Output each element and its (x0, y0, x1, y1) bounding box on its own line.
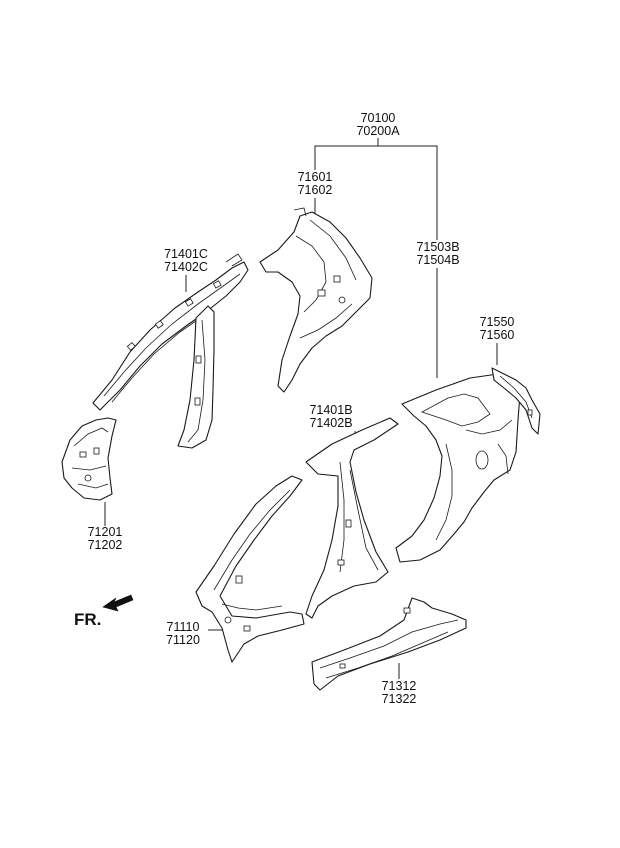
label-roof-rail-line1: 71401C (164, 247, 208, 261)
leader-lines (104, 138, 498, 679)
label-side-sill-line2: 71322 (382, 692, 417, 706)
label-front-pillar-outer-line2: 71120 (166, 633, 200, 647)
label-qtr-inner-upper-line1: 71601 (298, 170, 333, 184)
front-direction-label: FR. (74, 610, 101, 629)
quarter-inner-upper-part (259, 207, 373, 393)
quarter-bracket-part (491, 367, 541, 435)
label-qtr-bracket: 71550 71560 (480, 315, 515, 342)
label-center-pillar: 71401B 71402B (309, 403, 352, 430)
label-front-pillar-inner: 71201 71202 (88, 525, 123, 552)
front-pillar-outer-part (195, 475, 305, 663)
label-qtr-outer-line1: 71503B (416, 240, 459, 254)
front-direction-arrow-icon (102, 594, 134, 612)
label-qtr-outer-line2: 71504B (416, 253, 459, 267)
front-pillar-inner-part (61, 417, 117, 501)
label-qtr-inner-upper-line2: 71602 (298, 183, 333, 197)
label-roof-rail-line2: 71402C (164, 260, 208, 274)
label-front-pillar-inner-line1: 71201 (88, 525, 123, 539)
side-sill-part (311, 597, 467, 691)
label-assembly-line2: 70200A (356, 124, 400, 138)
label-qtr-outer: 71503B 71504B (416, 240, 459, 267)
roof-rail-part (92, 253, 249, 411)
label-roof-rail: 71401C 71402C (164, 247, 208, 274)
label-front-pillar-outer: 71110 71120 (166, 620, 200, 647)
label-qtr-inner-upper: 71601 71602 (298, 170, 333, 197)
label-front-pillar-outer-line1: 71110 (167, 620, 200, 634)
label-center-pillar-line1: 71401B (309, 403, 352, 417)
label-qtr-bracket-line1: 71550 (480, 315, 515, 329)
label-side-sill: 71312 71322 (382, 679, 417, 706)
label-side-sill-line1: 71312 (382, 679, 417, 693)
label-assembly-line1: 70100 (361, 111, 396, 125)
label-qtr-bracket-line2: 71560 (480, 328, 515, 342)
center-pillar-inner-part (177, 305, 215, 449)
label-center-pillar-line2: 71402B (309, 416, 352, 430)
label-front-pillar-inner-line2: 71202 (88, 538, 123, 552)
center-pillar-outer-part (305, 417, 399, 619)
quarter-outer-part (395, 373, 521, 563)
label-assembly: 70100 70200A (356, 111, 400, 138)
